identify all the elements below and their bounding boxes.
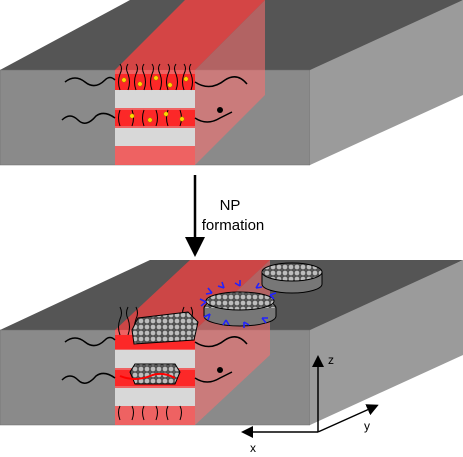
axis-y-line: [317, 404, 379, 433]
bottom-polymer-chain-1: [64, 336, 248, 348]
bottom-slab: [0, 260, 463, 426]
axis-x-label: x: [250, 441, 256, 455]
top-polymer-chain-1: [64, 76, 248, 88]
surface-np-1: [203, 291, 277, 327]
top-lamella-1: [115, 90, 195, 108]
top-channel-top: [115, 0, 265, 70]
top-slab-side-face: [310, 0, 463, 165]
bottom-chain-end: [217, 367, 223, 373]
red-polymer-segment: [119, 372, 176, 380]
top-slab: [0, 0, 463, 166]
top-polymer-chain-2: [61, 111, 233, 124]
axis-z-label: z: [328, 353, 334, 367]
top-lamella-2: [115, 128, 195, 146]
bottom-lamella-2: [115, 388, 195, 406]
ligand-arrows: [199, 280, 277, 328]
step-label-line2: formation: [202, 217, 265, 234]
top-channel-side: [195, 0, 265, 165]
top-chain-end: [217, 107, 223, 113]
step-label-line1: NP: [220, 197, 241, 214]
top-brushes: [118, 63, 193, 127]
axis-arrow-icon: [241, 355, 379, 438]
channel-np-1: [131, 311, 199, 345]
top-np-dots: [121, 75, 189, 123]
bottom-slab-side-face: [310, 260, 463, 425]
axis-y-label: y: [364, 419, 370, 433]
bottom-channel-top: [115, 260, 270, 330]
surface-np-2: [261, 262, 323, 294]
bottom-polymer-chain-2: [61, 371, 233, 384]
top-lamella-red-2: [115, 110, 195, 126]
